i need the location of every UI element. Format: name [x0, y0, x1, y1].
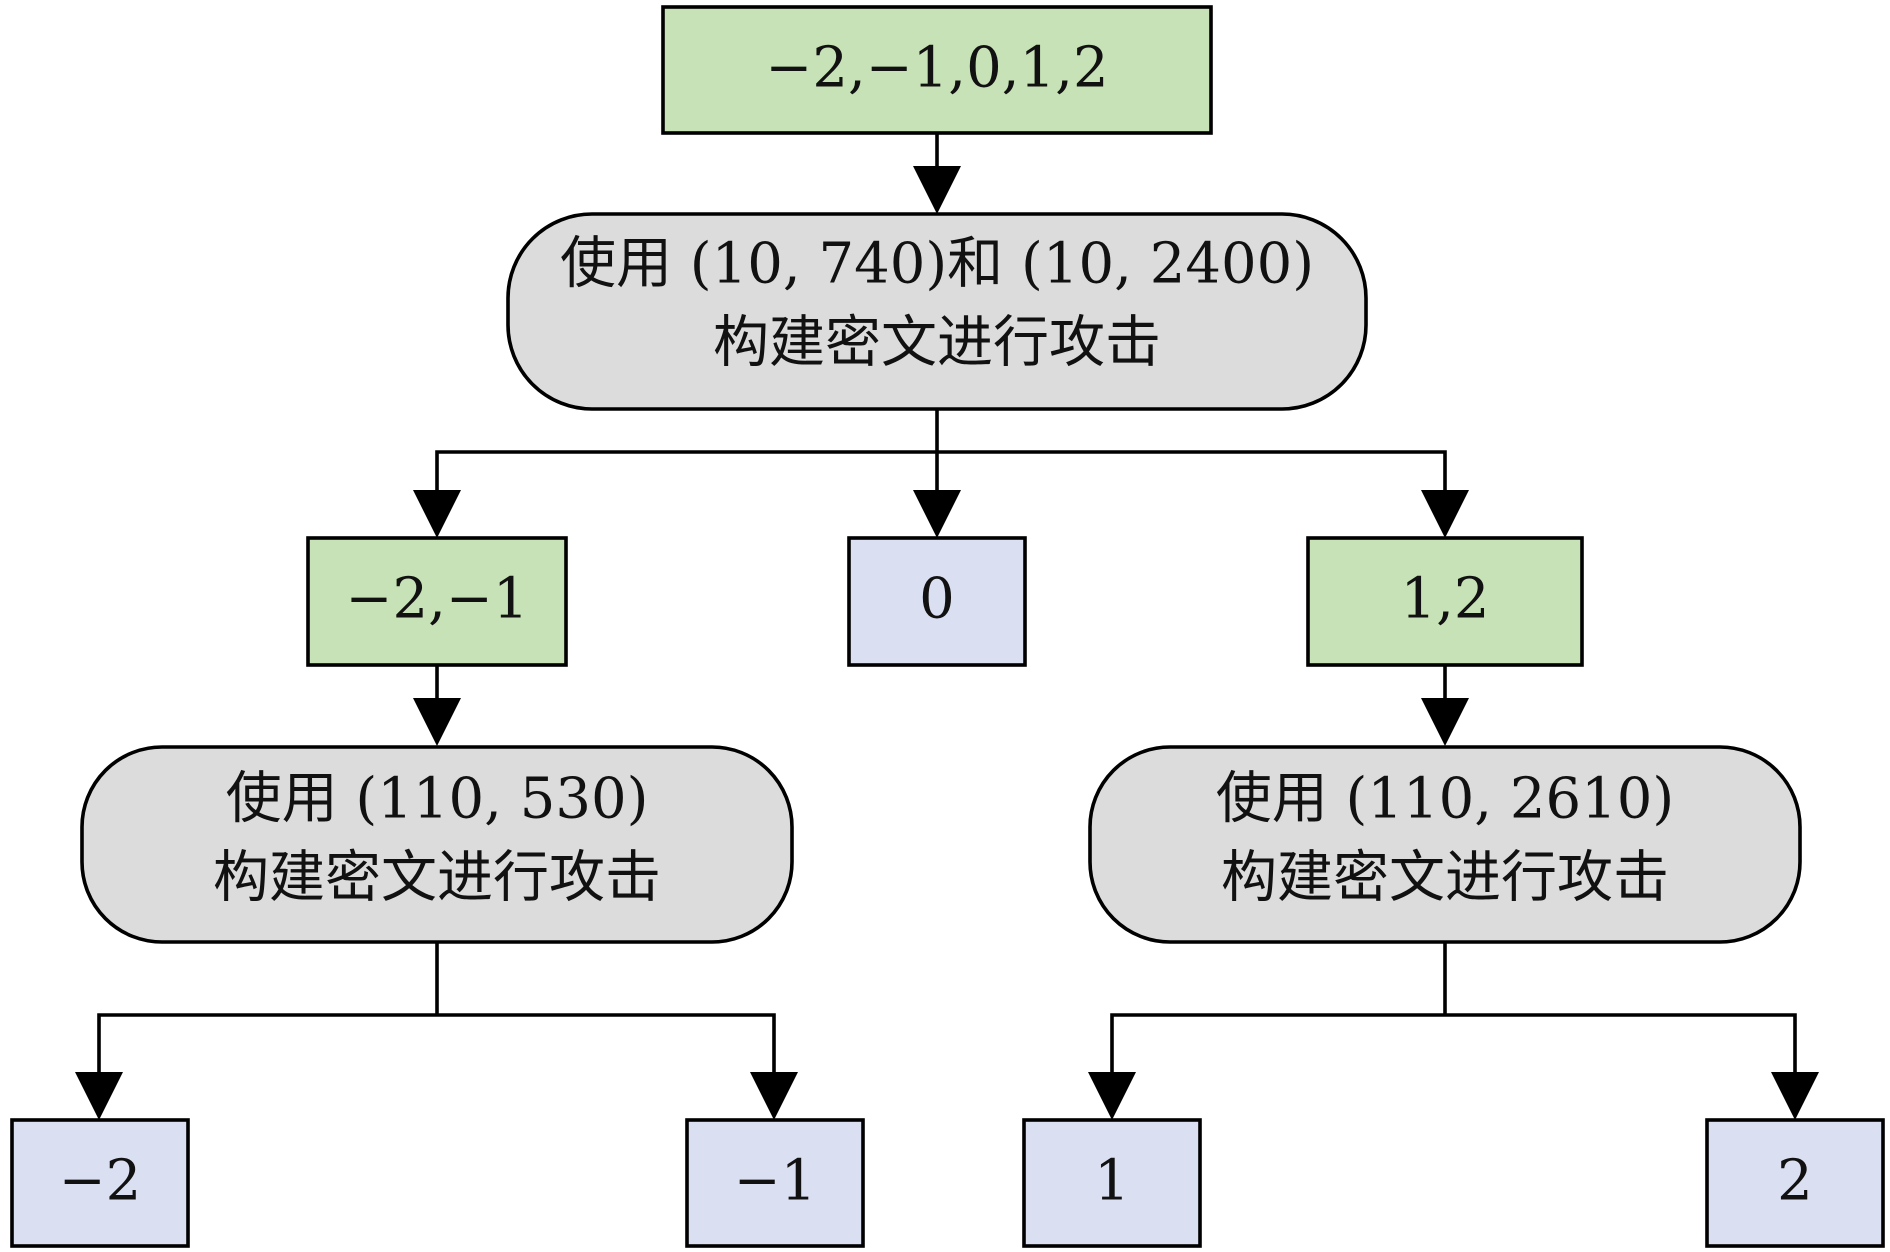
node-mid-right-label: 1,2: [1400, 567, 1489, 632]
node-root: −2,−1,0,1,2: [661, 5, 1213, 135]
arrowhead: [1088, 1072, 1136, 1120]
arrowhead: [913, 490, 961, 538]
node-attack-top-line1: 使用 (10, 740)和 (10, 2400): [560, 232, 1314, 297]
node-attack-left-line1: 使用 (110, 530): [226, 767, 649, 832]
arrowhead: [75, 1072, 123, 1120]
leaf-node: −1: [685, 1118, 865, 1248]
node-root-label: −2,−1,0,1,2: [765, 36, 1108, 101]
leaf-node-label: −2: [59, 1149, 142, 1214]
edge-attack-top-bus: [435, 450, 1447, 490]
arrowhead: [413, 490, 461, 538]
leaf-node-label: 2: [1777, 1149, 1813, 1214]
leaf-node-label: 1: [1094, 1149, 1130, 1214]
node-mid-center: 0: [847, 536, 1027, 667]
arrowhead: [1421, 698, 1469, 746]
leaf-node: −2: [10, 1118, 190, 1248]
edges: [75, 133, 1819, 1120]
node-mid-center-label: 0: [919, 567, 955, 632]
node-attack-left-line2: 构建密文进行攻击: [213, 846, 661, 911]
leaf-node: 2: [1705, 1118, 1885, 1248]
arrowhead: [913, 166, 961, 214]
node-attack-right: 使用 (110, 2610) 构建密文进行攻击: [1088, 745, 1802, 944]
node-attack-top-line2: 构建密文进行攻击: [713, 311, 1161, 376]
arrowhead: [413, 698, 461, 746]
node-mid-right: 1,2: [1306, 536, 1584, 667]
arrowhead: [750, 1072, 798, 1120]
edge-attack-left-bus: [97, 1013, 776, 1075]
arrowhead: [1771, 1072, 1819, 1120]
node-mid-left: −2,−1: [306, 536, 568, 667]
arrowhead: [1421, 490, 1469, 538]
node-attack-top: 使用 (10, 740)和 (10, 2400) 构建密文进行攻击: [506, 212, 1368, 411]
node-attack-right-line1: 使用 (110, 2610): [1216, 767, 1675, 832]
node-mid-left-label: −2,−1: [346, 567, 529, 632]
edge-attack-right-bus: [1110, 1013, 1797, 1075]
node-attack-right-line2: 构建密文进行攻击: [1221, 846, 1669, 911]
node-attack-left: 使用 (110, 530) 构建密文进行攻击: [80, 745, 794, 944]
leaf-node-label: −1: [734, 1149, 817, 1214]
leaf-node: 1: [1022, 1118, 1202, 1248]
